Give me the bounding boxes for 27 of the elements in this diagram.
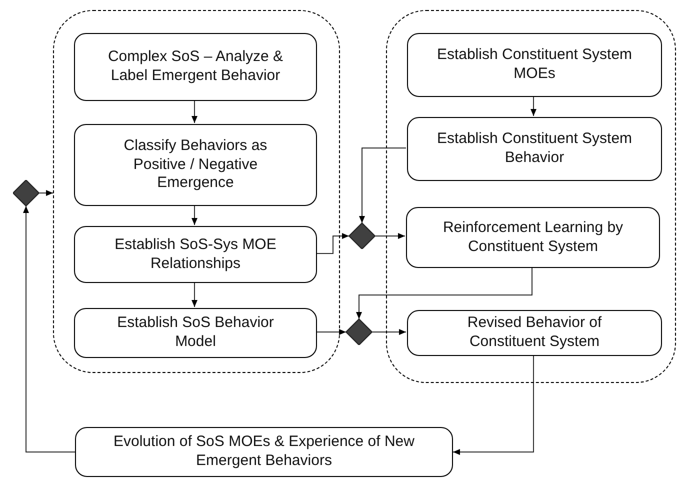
process-box: Revised Behavior of Constituent System (407, 310, 662, 356)
arrow (23, 206, 76, 452)
arrow (192, 100, 198, 124)
process-box: Establish SoS-Sys MOE Relationships (74, 226, 317, 283)
process-box: Establish SoS Behavior Model (74, 308, 317, 358)
group-boundary (53, 10, 340, 373)
arrow (530, 96, 536, 116)
decision-diamond (349, 223, 375, 249)
arrow (374, 233, 406, 239)
arrow (192, 282, 198, 308)
arrow (316, 233, 350, 254)
arrow (192, 204, 198, 226)
arrow (372, 329, 406, 335)
decision-diamond (346, 319, 372, 345)
arrow (38, 190, 54, 196)
process-box: Classify Behaviors as Positive / Negative Emergence (74, 124, 317, 206)
process-box: Complex SoS – Analyze & Label Emergent Behavior (74, 33, 317, 101)
process-box: Reinforcement Learning by Constituent System (406, 207, 660, 268)
process-box: Establish Constituent System Behavior (407, 117, 662, 181)
arrow (356, 266, 532, 320)
arrow (316, 329, 346, 335)
process-box: Evolution of SoS MOEs & Experience of New Emergent Behaviors (75, 427, 453, 477)
arrow (452, 354, 534, 455)
decision-diamond (13, 180, 39, 206)
arrow (359, 148, 406, 224)
group-boundary (386, 10, 676, 383)
process-box: Establish Constituent System MOEs (407, 33, 662, 97)
